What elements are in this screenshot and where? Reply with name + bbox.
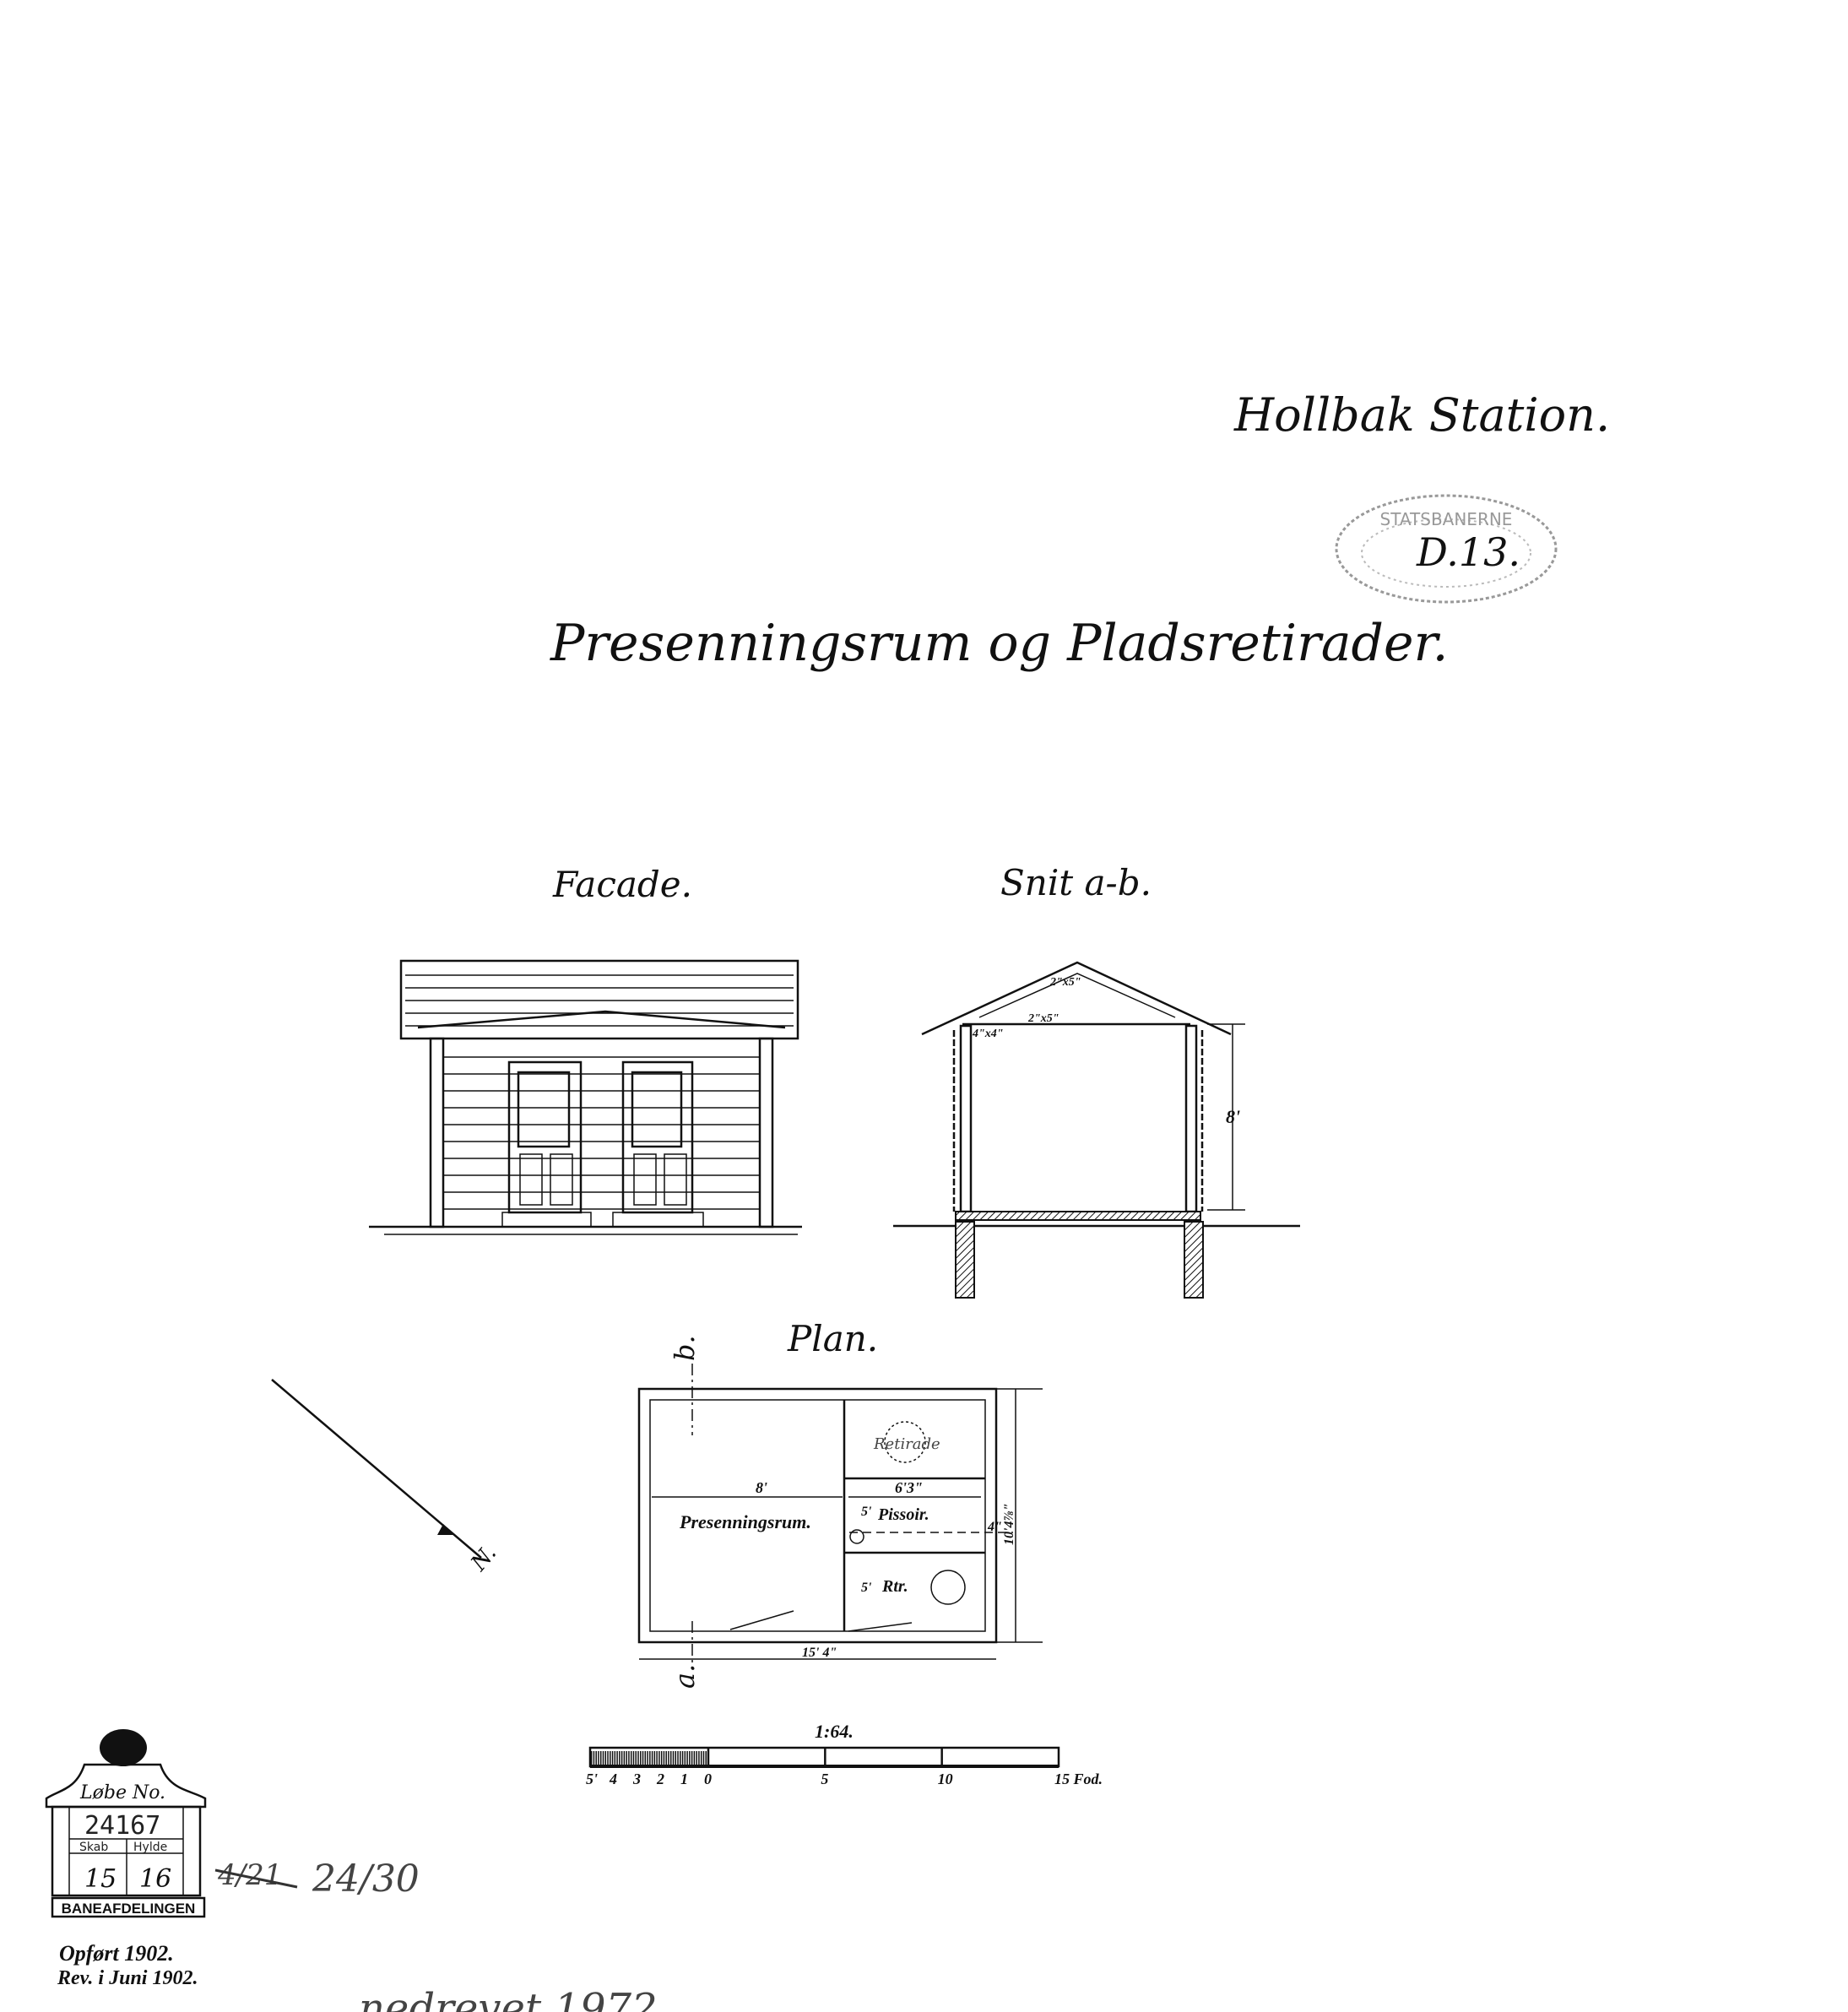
registry-stamp: STATSBANERNE D.13. [1335,494,1558,604]
room-retirade-short: Rtr. [881,1577,908,1596]
scale-tick-label: 10 [938,1771,953,1787]
floor-plan: Presenningsrum. Pissoir. Rtr. Retirade 8… [637,1335,1043,1689]
archive-footer: BANEAFDELINGEN [62,1901,196,1917]
built-note: Opført 1902. [59,1941,174,1966]
archive-heading: Løbe No. [79,1782,165,1803]
scale-tick-label: 2 [656,1771,664,1787]
door-right [612,1060,704,1228]
stamp-number: D.13. [1416,529,1520,575]
tie-beam-dim: 2"x5" [1027,1012,1059,1025]
dim-urinal-depth: 5' [861,1505,872,1519]
scale-tick-label: 15 Fod. [1054,1771,1103,1787]
demolished-note: nedrevet 1972 [359,1985,658,2012]
scale-tick-label: 3 [632,1771,641,1787]
section-mark-a: a. [669,1664,701,1689]
plan-label: Plan. [787,1318,878,1359]
station-name: Hollbak Station. [1233,388,1610,442]
north-label: N. [466,1541,501,1577]
drawing-title: Presenningsrum og Pladsretirader. [550,614,1449,673]
revised-note: Rev. i Juni 1902. [57,1967,198,1989]
archive-number: 24167 [84,1811,160,1841]
scale-tick-label: 5' [586,1771,598,1787]
north-arrow-icon: N. [271,1379,501,1577]
facade-label: Facade. [552,864,692,905]
facade-elevation [369,959,802,1235]
archive-stamp: Løbe No. 24167 Skab Hylde 15 16 BANEAFDE… [45,1729,207,1918]
archive-val-skab: 15 [84,1864,117,1894]
archive-col-skab: Skab [79,1841,108,1854]
height-dim: 8' [1226,1106,1240,1127]
room-presenningsrum: Presenningsrum. [679,1511,811,1532]
room-retirade: Retirade [873,1435,940,1453]
dim-total-depth: 10'4⅞" [1002,1504,1016,1545]
scale-tick-label: 1 [680,1771,688,1787]
archive-col-hylde: Hylde [133,1841,167,1854]
dim-toilet-depth: 5' [861,1581,872,1595]
room-pissoir: Pissoir. [877,1505,929,1524]
stamp-ring-text: STATSBANERNE [1380,509,1513,529]
scale-tick-label: 4 [609,1771,617,1787]
dim-urinal-width: 6'3" [895,1479,923,1496]
dim-gap: 4" [987,1520,1002,1534]
handwritten-number: 24/30 [312,1857,420,1901]
section-a-b: 2"x5" 2"x5" 4"x4" 8' [893,961,1300,1299]
rafter-dim: 2"x5" [1049,976,1081,989]
door-left [501,1060,592,1228]
dim-total-width: 15' 4" [802,1646,837,1660]
plate-dim: 4"x4" [972,1028,1004,1040]
section-label: Snit a-b. [1000,862,1152,903]
archive-val-hylde: 16 [139,1864,171,1894]
scale-ratio: 1:64. [815,1721,854,1742]
section-mark-b: b. [669,1335,701,1361]
dim-store-width: 8' [756,1479,767,1496]
scale-tick-label: 5 [821,1771,828,1787]
scale-tick-label: 0 [704,1771,712,1787]
crossed-out-number: 4/21 [217,1858,282,1892]
